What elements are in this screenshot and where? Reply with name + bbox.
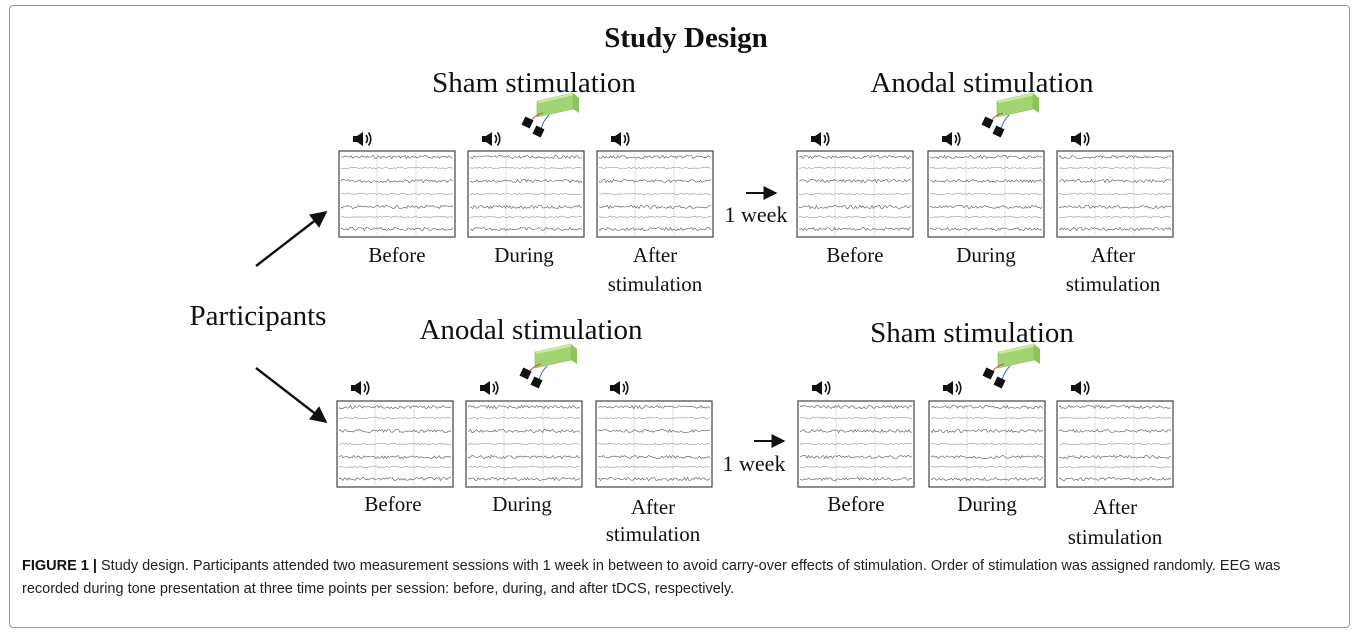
speaker-icon <box>351 381 370 395</box>
arrow-to-arm-2 <box>255 367 328 424</box>
arm-1: Sham stimulation Anodal stimulation 1 we… <box>338 67 1174 296</box>
arm-1-interval: 1 week <box>725 186 788 227</box>
arm-2: Anodal stimulation Sham stimulation 1 we… <box>336 314 1174 549</box>
phase-label-after: After <box>633 243 677 267</box>
tdcs-device-icon <box>519 343 577 389</box>
eeg-panel: After stimulation <box>596 132 714 296</box>
speaker-icon <box>482 132 501 146</box>
participants-label: Participants <box>190 300 327 332</box>
eeg-panel: After stimulation <box>1056 132 1174 296</box>
eeg-panel: After stimulation <box>1056 381 1174 549</box>
figure-caption: FIGURE 1 | Study design. Participants at… <box>22 555 1340 601</box>
phase-label-stimulation: stimulation <box>1068 525 1163 549</box>
diagram-title: Study Design <box>604 22 768 54</box>
eeg-panel: During <box>467 92 585 267</box>
arm-1-second-condition: Anodal stimulation <box>870 67 1094 99</box>
eeg-panel: During <box>465 343 583 516</box>
phase-label-stimulation: stimulation <box>608 272 703 296</box>
eeg-panel: Before <box>336 381 454 516</box>
tdcs-device-icon <box>982 343 1040 389</box>
phase-label-stimulation: stimulation <box>1066 272 1161 296</box>
study-design-diagram: Study Design Participants Sham stimulati… <box>190 22 1174 549</box>
speaker-icon <box>480 381 499 395</box>
arm-2-interval: 1 week <box>723 434 786 476</box>
phase-label-after: After <box>1093 495 1137 519</box>
speaker-icon <box>812 381 831 395</box>
eeg-panel: Before <box>796 132 914 267</box>
arrow-to-arm-1 <box>255 210 328 267</box>
phase-label-before: Before <box>364 492 421 516</box>
phase-label-after: After <box>631 495 675 519</box>
phase-label-before: Before <box>826 243 883 267</box>
phase-label-during: During <box>957 492 1017 516</box>
phase-label-before: Before <box>368 243 425 267</box>
tdcs-device-icon <box>521 92 579 138</box>
speaker-icon <box>811 132 830 146</box>
caption-text: Study design. Participants attended two … <box>22 558 1281 597</box>
speaker-icon <box>610 381 629 395</box>
speaker-icon <box>943 381 962 395</box>
phase-label-stimulation: stimulation <box>606 522 701 546</box>
speaker-icon <box>942 132 961 146</box>
eeg-panel: Before <box>797 381 915 516</box>
speaker-icon <box>353 132 372 146</box>
eeg-panel: Before <box>338 132 456 267</box>
speaker-icon <box>1071 381 1090 395</box>
eeg-panel: During <box>928 343 1046 516</box>
speaker-icon <box>1071 132 1090 146</box>
tdcs-device-icon <box>981 92 1039 138</box>
phase-label-during: During <box>956 243 1016 267</box>
interval-label: 1 week <box>723 451 786 476</box>
phase-label-during: During <box>492 492 552 516</box>
phase-label-during: During <box>494 243 554 267</box>
arm-2-second-condition: Sham stimulation <box>870 317 1074 349</box>
figure-frame <box>9 5 1350 628</box>
phase-label-after: After <box>1091 243 1135 267</box>
phase-label-before: Before <box>827 492 884 516</box>
speaker-icon <box>611 132 630 146</box>
eeg-panel: During <box>927 92 1045 267</box>
interval-label: 1 week <box>725 202 788 227</box>
arm-1-first-condition: Sham stimulation <box>432 67 636 99</box>
arm-2-first-condition: Anodal stimulation <box>419 314 643 346</box>
eeg-panel: After stimulation <box>595 381 713 546</box>
caption-label: FIGURE 1 | <box>22 558 97 574</box>
